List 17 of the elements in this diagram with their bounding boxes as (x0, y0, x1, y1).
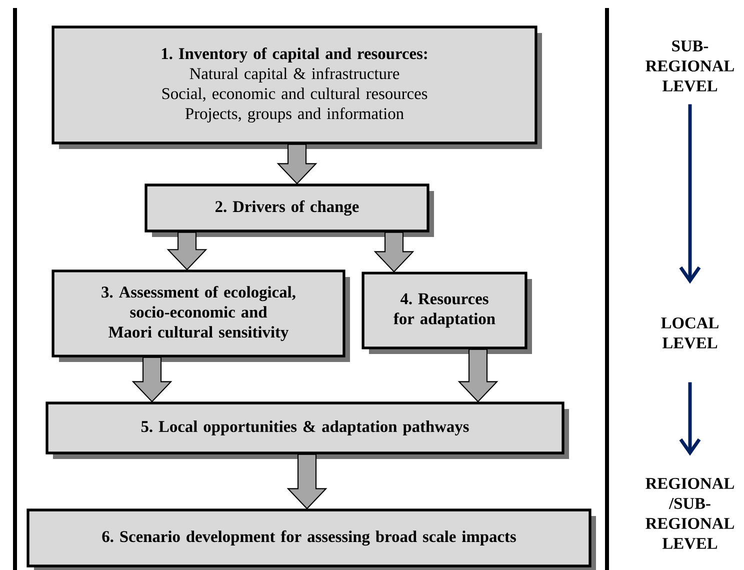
level-label: SUB-REGIONAL LEVEL (646, 40, 734, 92)
block-arrow (374, 232, 414, 272)
process-box: 2. Drivers of change (144, 184, 434, 237)
process-box: 5. Local opportunities & adaptation pathways (46, 402, 569, 459)
process-box: 6. Scenario development for assessing broad scale impacts (26, 508, 596, 570)
process-box: 4. Resources for adaptation (362, 272, 532, 354)
block-arrow (276, 144, 318, 184)
block-arrow (166, 232, 208, 270)
block-arrow (132, 356, 172, 402)
block-arrow (286, 454, 328, 510)
level-label: REGIONAL /SUB-REGIONAL LEVEL (646, 478, 734, 550)
process-box: 3. Assessment of ecological, socio-economic and Maori cultural sensitivity (52, 270, 350, 362)
level-label: LOCAL LEVEL (661, 317, 718, 349)
arrow (679, 104, 701, 284)
process-box: 1. Inventory of capital and resources: Natural capital & infrastructure Social, economic and cultural resources Projects, groups and information (52, 26, 542, 149)
block-arrow (458, 348, 498, 402)
arrow (679, 382, 701, 456)
